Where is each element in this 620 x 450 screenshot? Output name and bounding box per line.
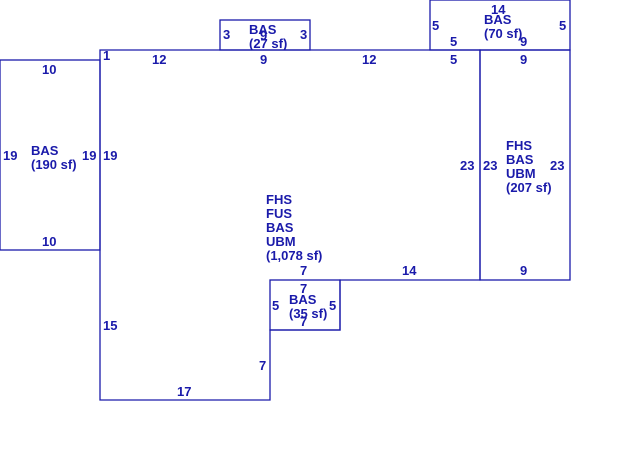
bottom-bas-area: BAS (35 sf) 7 5 5 7 (272, 281, 336, 329)
top-right-bas-dimension: 5 (450, 34, 457, 49)
main-area-label: UBM (266, 234, 296, 249)
main-area-size: (1,078 sf) (266, 248, 322, 263)
top-small-bas-dimension: 3 (223, 27, 230, 42)
top-right-bas-dimension: 9 (520, 34, 527, 49)
right-fhs-size: (207 sf) (506, 180, 552, 195)
left-bas-label: BAS (31, 143, 59, 158)
top-right-bas-size: (70 sf) (484, 26, 522, 41)
left-bas-outline (0, 59, 101, 251)
left-bas-dimension: 10 (42, 62, 56, 77)
main-dimension: 19 (103, 148, 117, 163)
left-bas-dimension: 19 (3, 148, 17, 163)
main-dimension: 7 (259, 358, 266, 373)
top-small-bas-outline (219, 19, 311, 51)
main-dimension: 1 (103, 48, 110, 63)
main-dimension: 5 (450, 52, 457, 67)
top-right-bas-dimension: 5 (432, 18, 439, 33)
top-small-bas-size: (27 sf) (249, 36, 287, 51)
bottom-bas-outline (269, 279, 341, 331)
right-fhs-label: UBM (506, 166, 536, 181)
top-small-bas-label: BAS (249, 22, 277, 37)
top-right-bas-outline (429, 0, 571, 51)
main-area-label: FHS (266, 192, 292, 207)
right-fhs-dimension: 23 (483, 158, 497, 173)
right-fhs-dimension: 23 (550, 158, 564, 173)
main-dimension: 17 (177, 384, 191, 399)
right-fhs-label: FHS (506, 138, 532, 153)
right-fhs-area: FHS BAS UBM (207 sf) 9 23 23 9 (483, 52, 564, 278)
top-small-bas-dimension: 9 (260, 28, 267, 43)
left-bas-size: (190 sf) (31, 157, 77, 172)
main-dimension: 15 (103, 318, 117, 333)
main-dimension: 12 (152, 52, 166, 67)
main-dimension: 14 (402, 263, 417, 278)
right-fhs-label: BAS (506, 152, 534, 167)
main-dimension: 7 (300, 263, 307, 278)
left-bas-dimension: 19 (82, 148, 96, 163)
main-dimension: 12 (362, 52, 376, 67)
top-right-bas-dimension: 5 (559, 18, 566, 33)
top-small-bas-dimension: 3 (300, 27, 307, 42)
main-area: FHS FUS BAS UBM (1,078 sf) 1 12 9 12 5 2… (103, 48, 474, 399)
right-fhs-dimension: 9 (520, 263, 527, 278)
main-dimension: 9 (260, 52, 267, 67)
top-right-bas-label: BAS (484, 12, 512, 27)
top-right-bas-dimension: 14 (491, 2, 506, 17)
main-dimension: 23 (460, 158, 474, 173)
bottom-bas-dimension: 7 (300, 314, 307, 329)
bottom-bas-dimension: 5 (329, 298, 336, 313)
main-area-label: FUS (266, 206, 292, 221)
main-area-label: BAS (266, 220, 294, 235)
left-bas-dimension: 10 (42, 234, 56, 249)
bottom-bas-size: (35 sf) (289, 306, 327, 321)
top-right-bas-area: BAS (70 sf) 14 5 5 5 9 (432, 2, 566, 49)
bottom-bas-dimension: 5 (272, 298, 279, 313)
right-fhs-dimension: 9 (520, 52, 527, 67)
bottom-bas-dimension: 7 (300, 281, 307, 296)
top-small-bas-area: BAS (27 sf) 3 3 9 (223, 22, 307, 51)
left-bas-area: BAS (190 sf) 10 19 19 10 (3, 62, 96, 249)
bottom-bas-label: BAS (289, 292, 317, 307)
